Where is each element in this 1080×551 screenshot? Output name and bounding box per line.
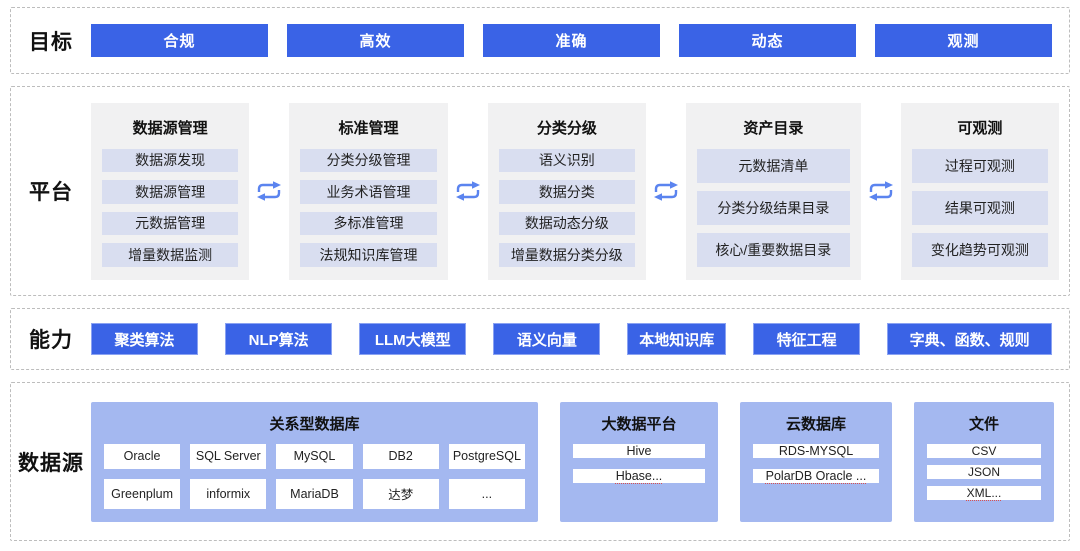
platform-item: 法规知识库管理 (300, 243, 437, 267)
platform-column-items: 分类分级管理 业务术语管理 多标准管理 法规知识库管理 (300, 148, 437, 267)
platform-item: 核心/重要数据目录 (696, 232, 850, 267)
platform-column-title: 资产目录 (743, 119, 804, 137)
platform-row: 数据源管理 数据源发现 数据源管理 元数据管理 增量数据监测 标准管理 (91, 87, 1069, 295)
ability-row: 聚类算法 NLP算法 LLM大模型 语义向量 本地知识库 特征工程 字典、函数、… (91, 323, 1069, 355)
platform-item: 数据分类 (498, 180, 635, 204)
swap-arrows-icon (861, 178, 901, 204)
platform-item: 结果可观测 (911, 190, 1048, 225)
ability-box-llm: LLM大模型 (359, 323, 467, 355)
bigdata-cells: Hive Hbase... (573, 443, 705, 509)
goals-band-label: 目标 (29, 30, 73, 54)
db-cell: Oracle (104, 443, 181, 469)
platform-item: 业务术语管理 (300, 180, 437, 204)
platform-item: 增量数据分类分级 (498, 243, 635, 267)
goals-band: 目标 合规 高效 准确 动态 观测 (10, 7, 1070, 74)
platform-item: 数据源管理 (102, 180, 239, 204)
goal-box-compliance: 合规 (91, 24, 268, 57)
relational-db-grid: Oracle SQL Server MySQL DB2 PostgreSQL G… (104, 443, 525, 509)
datasource-group-title: 大数据平台 (601, 415, 677, 433)
platform-item: 多标准管理 (300, 211, 437, 235)
platform-column-title: 标准管理 (338, 119, 399, 137)
platform-item: 过程可观测 (911, 148, 1048, 183)
platform-item: 语义识别 (498, 148, 635, 172)
ability-box-clustering: 聚类算法 (91, 323, 199, 355)
file-cells: CSV JSON XML... (927, 443, 1041, 509)
file-cell: XML... (927, 485, 1041, 500)
goal-box-accuracy: 准确 (483, 24, 660, 57)
ability-band: 能力 聚类算法 NLP算法 LLM大模型 语义向量 本地知识库 特征工程 字典、… (10, 308, 1070, 370)
db-cell: MariaDB (276, 478, 353, 509)
platform-item: 变化趋势可观测 (911, 232, 1048, 267)
datasource-group-title: 关系型数据库 (269, 415, 360, 433)
platform-item: 分类分级管理 (300, 148, 437, 172)
db-cell: Hive (573, 443, 705, 458)
platform-column-asset-catalog: 资产目录 元数据清单 分类分级结果目录 核心/重要数据目录 (685, 102, 861, 280)
db-cell: informix (190, 478, 267, 509)
datasource-band: 数据源 关系型数据库 Oracle SQL Server MySQL DB2 P… (10, 382, 1070, 541)
platform-item: 分类分级结果目录 (696, 190, 850, 225)
datasource-group-relational-db: 关系型数据库 Oracle SQL Server MySQL DB2 Postg… (91, 401, 538, 522)
file-cell: CSV (927, 443, 1041, 458)
datasource-group-files: 文件 CSV JSON XML... (914, 401, 1054, 522)
platform-column-title: 分类分级 (536, 119, 597, 137)
db-cell: PolarDB Oracle ... (753, 468, 879, 483)
file-cell: JSON (927, 464, 1041, 479)
platform-column-title: 可观测 (957, 119, 1003, 137)
platform-item: 元数据清单 (696, 148, 850, 183)
ability-box-semantic-vector: 语义向量 (493, 323, 601, 355)
datasource-group-cloud-db: 云数据库 RDS-MYSQL PolarDB Oracle ... (740, 401, 892, 522)
platform-item: 增量数据监测 (102, 243, 239, 267)
datasource-row: 关系型数据库 Oracle SQL Server MySQL DB2 Postg… (91, 401, 1069, 522)
platform-item: 数据动态分级 (498, 211, 635, 235)
db-cell: SQL Server (190, 443, 267, 469)
ability-box-dict-func-rules: 字典、函数、规则 (887, 323, 1053, 355)
platform-column-datasource-management: 数据源管理 数据源发现 数据源管理 元数据管理 增量数据监测 (91, 102, 250, 280)
ability-box-feature-engineering: 特征工程 (753, 323, 861, 355)
db-cell: DB2 (362, 443, 439, 469)
db-cell: Greenplum (104, 478, 181, 509)
platform-item: 数据源发现 (102, 148, 239, 172)
ability-band-label: 能力 (29, 329, 73, 352)
db-cell: RDS-MYSQL (753, 443, 879, 458)
platform-column-items: 过程可观测 结果可观测 变化趋势可观测 (911, 148, 1048, 267)
swap-arrows-icon (448, 178, 488, 204)
swap-arrows-icon (646, 178, 686, 204)
goal-box-dynamic: 动态 (679, 24, 856, 57)
goal-box-efficiency: 高效 (287, 24, 464, 57)
db-cell: MySQL (276, 443, 353, 469)
cloud-db-cells: RDS-MYSQL PolarDB Oracle ... (753, 443, 879, 509)
goals-row: 合规 高效 准确 动态 观测 (91, 24, 1069, 57)
datasource-group-title: 云数据库 (785, 415, 846, 433)
platform-column-observability: 可观测 过程可观测 结果可观测 变化趋势可观测 (900, 102, 1059, 280)
db-cell: ... (448, 478, 525, 509)
db-cell: Hbase... (573, 468, 705, 483)
datasource-group-title: 文件 (968, 415, 999, 433)
platform-band: 平台 数据源管理 数据源发现 数据源管理 元数据管理 增量数据监测 (10, 86, 1070, 296)
datasource-band-label: 数据源 (18, 451, 84, 475)
platform-band-label: 平台 (29, 181, 73, 204)
ability-box-nlp: NLP算法 (225, 323, 333, 355)
swap-arrows-icon (249, 178, 289, 204)
platform-item: 元数据管理 (102, 211, 239, 235)
platform-column-items: 语义识别 数据分类 数据动态分级 增量数据分类分级 (498, 148, 635, 267)
platform-column-title: 数据源管理 (132, 119, 208, 137)
datasource-group-bigdata-platform: 大数据平台 Hive Hbase... (560, 401, 718, 522)
platform-column-items: 元数据清单 分类分级结果目录 核心/重要数据目录 (696, 148, 850, 267)
db-cell: PostgreSQL (448, 443, 525, 469)
platform-column-standard-management: 标准管理 分类分级管理 业务术语管理 多标准管理 法规知识库管理 (289, 102, 448, 280)
platform-column-items: 数据源发现 数据源管理 元数据管理 增量数据监测 (102, 148, 239, 267)
ability-box-local-knowledge: 本地知识库 (627, 323, 727, 355)
platform-column-classification: 分类分级 语义识别 数据分类 数据动态分级 增量数据分类分级 (487, 102, 646, 280)
db-cell: 达梦 (362, 478, 439, 509)
goal-box-observation: 观测 (875, 24, 1052, 57)
